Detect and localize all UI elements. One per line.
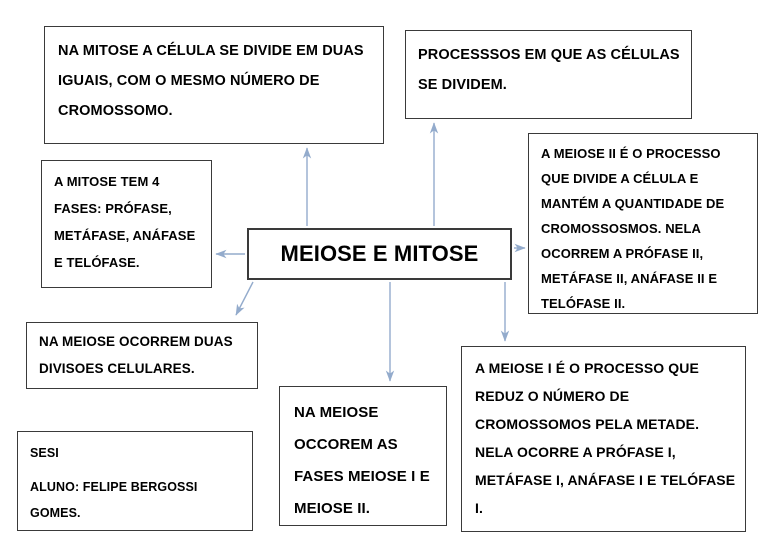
node-meiose-i[interactable]: A MEIOSE I É O PROCESSO QUE REDUZ O NÚME… <box>461 346 746 532</box>
arrow-to-divisoes <box>235 281 254 316</box>
node-mitose-divide-text: NA MITOSE A CÉLULA SE DIVIDE EM DUAS IGU… <box>58 43 364 119</box>
node-central-topic[interactable]: MEIOSE E MITOSE <box>247 228 512 280</box>
node-fases-meiose[interactable]: NA MEIOSE OCCOREM AS FASES MEIOSE I E ME… <box>279 386 447 526</box>
credits-school: SESI <box>30 446 59 460</box>
node-meiose-i-text: A MEIOSE I É O PROCESSO QUE REDUZ O NÚME… <box>475 360 736 516</box>
node-processos[interactable]: PROCESSSOS EM QUE AS CÉLULAS SE DIVIDEM. <box>405 30 692 119</box>
node-processos-text: PROCESSSOS EM QUE AS CÉLULAS SE DIVIDEM. <box>418 47 680 93</box>
credits-spacer <box>30 466 244 474</box>
node-mitose-fases-text: A MITOSE TEM 4 FASES: PRÓFASE, METÁFASE,… <box>54 174 196 270</box>
node-mitose-divide[interactable]: NA MITOSE A CÉLULA SE DIVIDE EM DUAS IGU… <box>44 26 384 144</box>
node-meiose-ii[interactable]: A MEIOSE II É O PROCESSO QUE DIVIDE A CÉ… <box>528 133 758 314</box>
node-meiose-ii-text: A MEIOSE II É O PROCESSO QUE DIVIDE A CÉ… <box>541 146 725 311</box>
node-fases-meiose-text: NA MEIOSE OCCOREM AS FASES MEIOSE I E ME… <box>294 404 430 517</box>
node-divisoes-celulares[interactable]: NA MEIOSE OCORREM DUAS DIVISOES CELULARE… <box>26 322 258 389</box>
node-credits[interactable]: SESI ALUNO: FELIPE BERGOSSI GOMES. <box>17 431 253 531</box>
central-topic-label: MEIOSE E MITOSE <box>280 241 479 266</box>
node-mitose-fases[interactable]: A MITOSE TEM 4 FASES: PRÓFASE, METÁFASE,… <box>41 160 212 288</box>
node-divisoes-celulares-text: NA MEIOSE OCORREM DUAS DIVISOES CELULARE… <box>39 334 233 376</box>
credits-student: ALUNO: FELIPE BERGOSSI GOMES. <box>30 480 198 520</box>
